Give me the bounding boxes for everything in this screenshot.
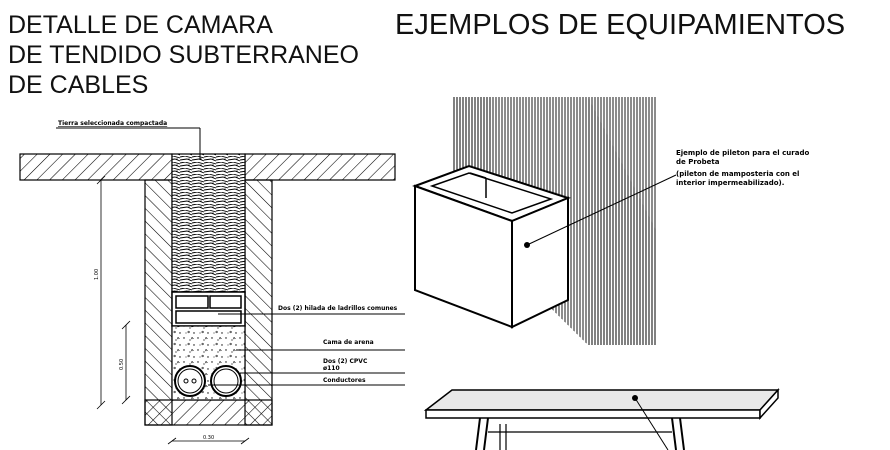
basin-note-line-3: (pileton de mamposteria con el — [676, 170, 799, 178]
dim-height-total: 1.00 — [94, 269, 100, 280]
title-line-2: DE TENDIDO SUBTERRANEO — [8, 41, 359, 69]
table-top — [423, 389, 780, 411]
basin-side-face — [511, 196, 569, 329]
equipment-examples-title: EJEMPLOS DE EQUIPAMIENTOS — [395, 9, 846, 41]
cpvc-pipes — [174, 365, 242, 397]
ground-left — [19, 153, 173, 181]
label-bricks: Dos (2) hilada de ladrillos comunes — [278, 305, 398, 312]
section-detail-title: DETALLE DE CAMARA DE TENDIDO SUBTERRANEO… — [8, 10, 388, 100]
title-line-1: DETALLE DE CAMARA — [8, 11, 273, 39]
label-diameter: ø110 — [323, 365, 340, 372]
basin-note-line-2: de Probeta — [676, 158, 720, 166]
basin-note-line-4: interior impermeabilizado). — [676, 179, 784, 187]
basin-note-line-1: Ejemplo de pileton para el curado — [676, 149, 809, 157]
label-cpvc: Dos (2) CPVC — [323, 358, 368, 365]
curing-basin-example: Ejemplo de pileton para el curado de Pro… — [412, 97, 809, 345]
dim-height-lower: 0.50 — [119, 359, 125, 370]
title-line-3: DE CABLES — [8, 71, 149, 99]
label-sand: Cama de arena — [323, 339, 374, 346]
table-example — [423, 388, 780, 450]
ground-right — [244, 153, 396, 181]
wall-right — [244, 179, 273, 426]
brick-rows — [171, 291, 246, 327]
label-conductors: Conductores — [323, 377, 366, 384]
label-compacted-earth: Tierra seleccionada compactada — [58, 120, 167, 127]
dim-width: 0.30 — [203, 435, 214, 441]
trench-section: Tierra seleccionada compactada Dos (2) h… — [19, 120, 405, 445]
wall-left — [144, 179, 173, 426]
dimension-lines: 1.00 0.50 0.30 — [94, 175, 250, 445]
trench-bottom — [144, 399, 273, 426]
compacted-fill — [171, 153, 246, 293]
